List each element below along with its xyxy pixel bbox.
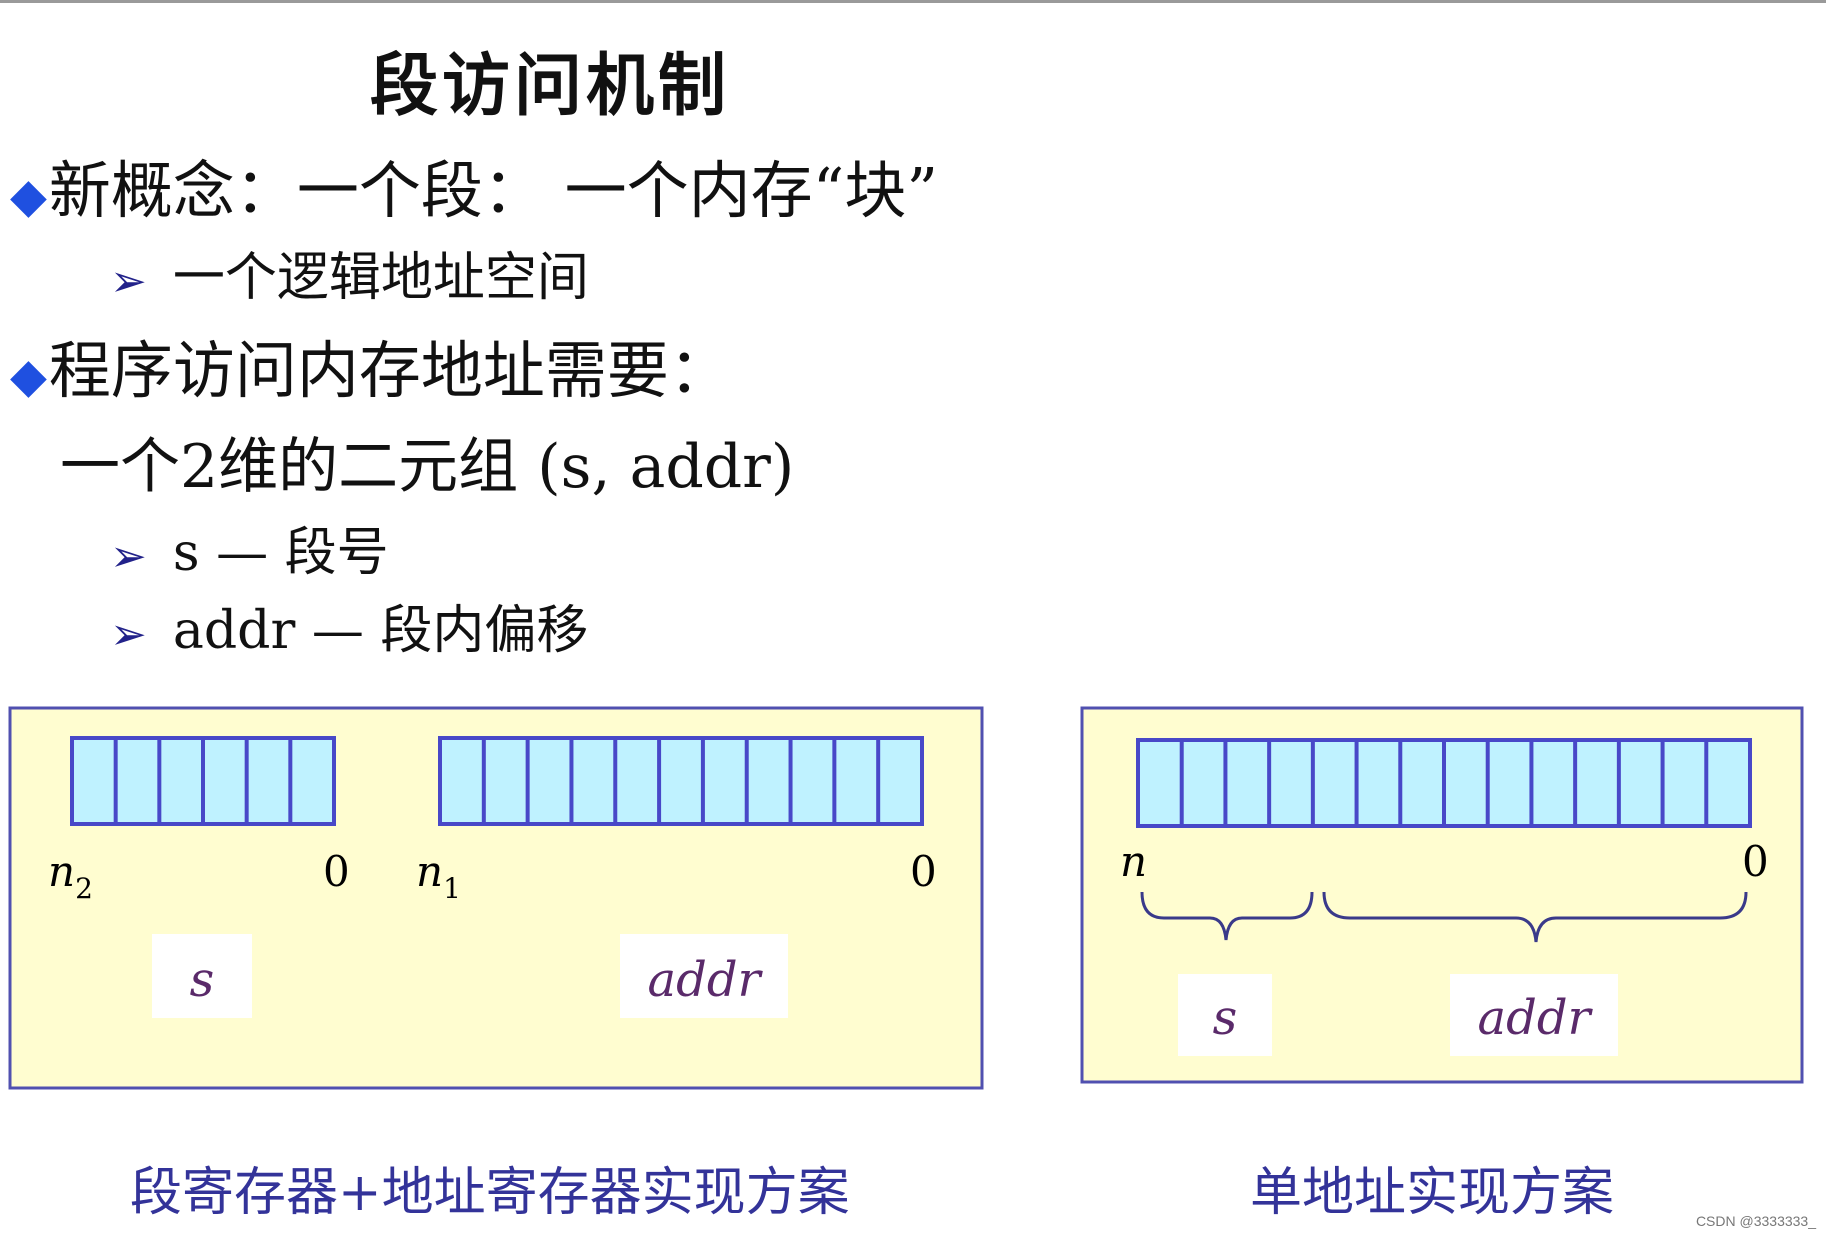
diamond-icon: ◆ (10, 347, 47, 404)
arrow-right-icon: ➢ (110, 256, 147, 307)
addr-label: addr (647, 952, 763, 1008)
left-panel: n2 0 n1 0 s addr (8, 706, 984, 1090)
seg-reg-high-bit-label: n2 (48, 847, 93, 905)
right-scheme-caption: 单地址实现方案 (1250, 1163, 1615, 1223)
address-register (438, 736, 924, 826)
brace-addr (1322, 891, 1748, 943)
diamond-icon: ◆ (10, 167, 47, 224)
arrow-right-icon: ➢ (110, 531, 147, 582)
sub-bullet-s: ➢ s — 段号 (110, 510, 389, 585)
sub-bullet-addr-text: addr — 段内偏移 (172, 601, 589, 661)
single-addr-box (1450, 974, 1618, 1056)
slide-title: 段访问机制 (370, 46, 731, 126)
seg-label-s: s (190, 952, 215, 1008)
sub-bullet-logical-space-text: 一个逻辑地址空间 (172, 248, 589, 308)
bullet-new-concept: ◆新概念：一个段： 一个内存“块” (10, 140, 938, 230)
watermark: CSDN @3333333_ (1695, 1213, 1816, 1229)
bullet-access-needs-text: 程序访问内存地址需要： (48, 334, 731, 407)
arrow-right-icon: ➢ (110, 609, 147, 660)
tuple-line: 一个2维的二元组 (s, addr) (60, 432, 795, 502)
single-reg-low-bit-label: 0 (1742, 837, 1769, 886)
right-panel: n 0 s addr (1080, 706, 1804, 1084)
bullet-access-needs: ◆程序访问内存地址需要： (10, 320, 731, 410)
top-border-line (0, 0, 1826, 3)
single-label-s: s (1213, 990, 1238, 1046)
bullet-new-concept-text: 新概念：一个段： 一个内存“块” (48, 154, 939, 227)
segment-register (70, 736, 336, 826)
sub-bullet-s-text: s — 段号 (172, 523, 389, 583)
brace-s (1140, 891, 1314, 941)
seg-label-box (152, 934, 252, 1018)
left-scheme-caption: 段寄存器+地址寄存器实现方案 (130, 1163, 850, 1223)
seg-reg-low-bit-label: 0 (323, 847, 350, 896)
sub-bullet-logical-space: ➢ 一个逻辑地址空间 (110, 235, 589, 310)
single-address-register (1136, 738, 1752, 828)
single-s-box (1178, 974, 1272, 1056)
addr-reg-high-bit-label: n1 (416, 847, 461, 905)
addr-label-box (620, 934, 788, 1018)
addr-reg-low-bit-label: 0 (910, 847, 937, 896)
sub-bullet-addr: ➢ addr — 段内偏移 (110, 588, 588, 663)
single-label-addr: addr (1477, 990, 1593, 1046)
single-reg-high-bit-label: n (1120, 837, 1147, 886)
